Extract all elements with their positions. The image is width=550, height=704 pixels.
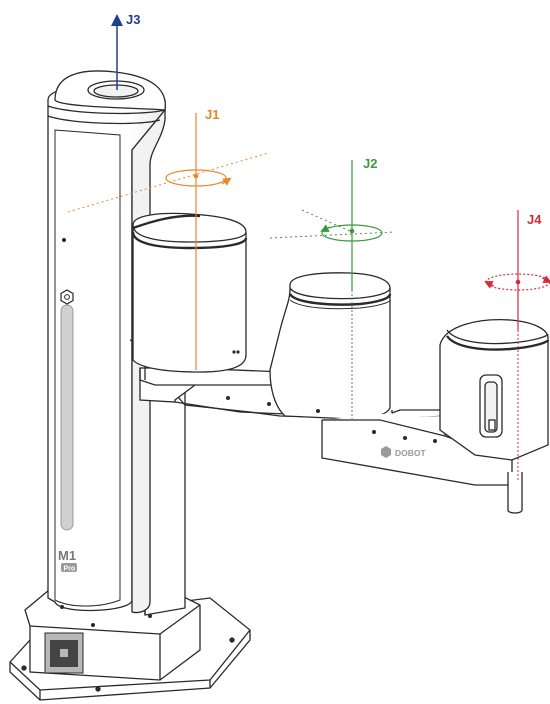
axis-j2: J2 (269, 156, 396, 420)
column-light-strip (60, 304, 74, 531)
axis-j1: J1 (67, 107, 269, 370)
axis-j1-label: J1 (205, 107, 219, 122)
forearm (321, 319, 550, 514)
model-sub-label: Pro (64, 566, 76, 573)
main-column (47, 70, 166, 627)
connector-panel (44, 632, 84, 674)
axis-j2-label: J2 (363, 156, 377, 171)
arm-link-1 (129, 212, 381, 419)
dobot-logo-icon (60, 289, 74, 305)
axis-j3-label: J3 (126, 12, 140, 27)
forearm-brand: DOBOT (381, 446, 427, 458)
axis-j3: J3 (111, 12, 140, 90)
axis-j4-label: J4 (527, 212, 542, 227)
axis-j4: J4 (484, 210, 550, 480)
model-label: M1 (58, 548, 76, 563)
brand-label: DOBOT (395, 448, 427, 458)
